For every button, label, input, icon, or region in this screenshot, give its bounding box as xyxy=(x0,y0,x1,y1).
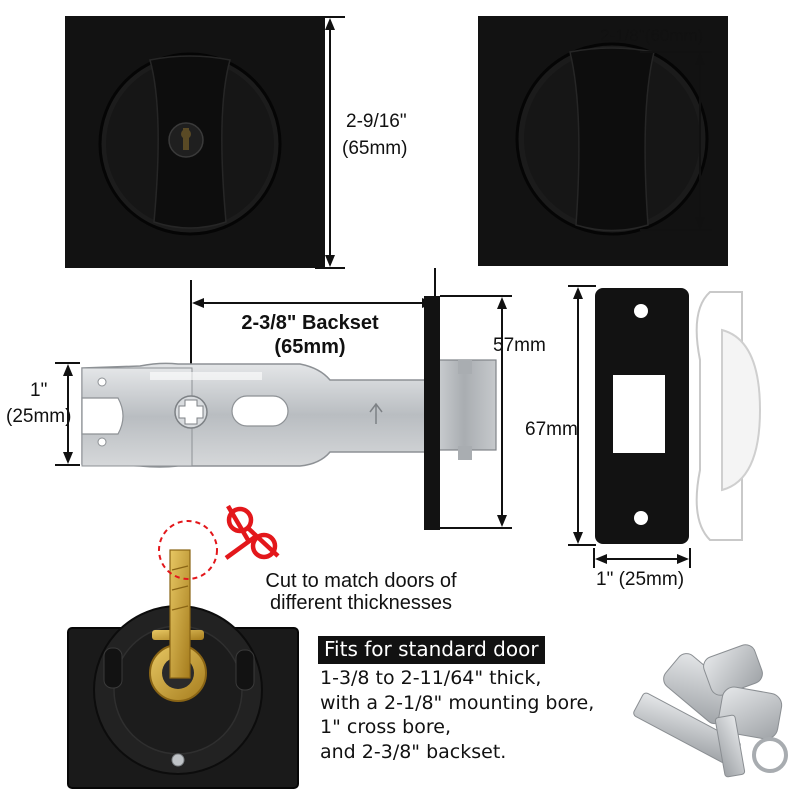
label-latch-height: 1" xyxy=(30,380,48,401)
cut-note-line1: Cut to match doors of xyxy=(265,570,457,592)
fits-title: Fits for standard door xyxy=(318,636,545,664)
cut-note-line2: different thicknesses xyxy=(270,592,452,614)
latch-faceplate xyxy=(424,296,440,530)
label-faceplate-height: 57mm xyxy=(493,335,546,356)
cut-mark-circle xyxy=(158,520,218,580)
keyed-lock-plate xyxy=(65,16,325,268)
fits-line: 1-3/8 to 2-11/64" thick, xyxy=(320,667,542,689)
label-strike-width: 1" (25mm) xyxy=(596,569,685,590)
cut-note: Cut to match doors of different thicknes… xyxy=(230,570,492,614)
label-height-keyed: 2-9/16" xyxy=(346,111,407,132)
fits-line: 1" cross bore, xyxy=(320,716,451,738)
label-strike-height: 67mm xyxy=(525,419,578,440)
strike-plate xyxy=(595,288,762,544)
spindle-base xyxy=(67,520,299,789)
fits-line: with a 2-1/8" mounting bore, xyxy=(320,691,595,714)
label-height-keyed-mm: (65mm) xyxy=(342,138,408,159)
spindle-shaft xyxy=(169,549,191,679)
label-backset-mm: (65mm) xyxy=(274,336,346,358)
label-bore-diameter: 2-1/8"(60mm) xyxy=(600,26,704,45)
label-backset: 2-3/8" Backset xyxy=(241,312,379,334)
fits-details: 1-3/8 to 2-11/64" thick, with a 2-1/8" m… xyxy=(320,666,594,764)
scissors-icon xyxy=(224,504,280,560)
dimension-lines xyxy=(55,16,712,568)
latch-assembly xyxy=(81,296,497,530)
key-icon xyxy=(633,644,788,778)
latch-bolt xyxy=(431,359,497,451)
label-latch-height-mm: (25mm) xyxy=(6,406,72,427)
privacy-lock-plate xyxy=(478,16,728,266)
fits-line: and 2-3/8" backset. xyxy=(320,740,507,763)
